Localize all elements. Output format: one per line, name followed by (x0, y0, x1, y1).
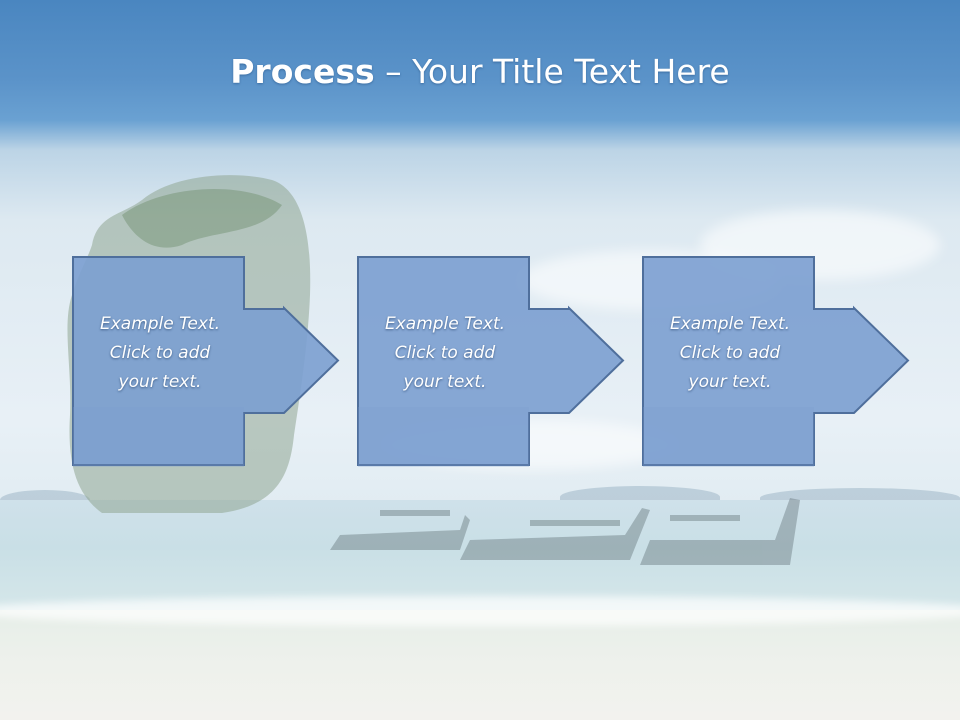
step-text-line-3: your text. (118, 372, 202, 392)
step-text-line-1: Example Text. (384, 314, 506, 334)
step-text-line-2: Click to add (679, 343, 781, 363)
arrow-reflection (643, 407, 814, 467)
slide-title[interactable]: Process – Your Title Text Here (0, 52, 960, 91)
process-arrow-shape (642, 256, 910, 466)
step-text-line-2: Click to add (394, 343, 496, 363)
step-text[interactable]: Example Text. Click to add your text. (365, 310, 525, 397)
arrow-reflection (73, 407, 244, 467)
process-arrow-shape (357, 256, 625, 466)
title-rest-part: – Your Title Text Here (374, 52, 730, 91)
step-text-line-2: Click to add (109, 343, 211, 363)
process-step-3[interactable]: Example Text. Click to add your text. (642, 256, 942, 496)
step-text-line-1: Example Text. (99, 314, 221, 334)
step-text[interactable]: Example Text. Click to add your text. (80, 310, 240, 397)
step-text-line-3: your text. (403, 372, 487, 392)
step-text-line-3: your text. (688, 372, 772, 392)
process-step-2[interactable]: Example Text. Click to add your text. (357, 256, 707, 496)
longtail-boat (330, 498, 800, 565)
step-text[interactable]: Example Text. Click to add your text. (650, 310, 810, 397)
step-text-line-1: Example Text. (669, 314, 791, 334)
process-step-1[interactable]: Example Text. Click to add your text. (72, 256, 422, 496)
process-arrow-shape (72, 256, 340, 466)
arrow-reflection (358, 407, 529, 467)
title-bold-part: Process (230, 52, 375, 91)
sand (0, 610, 960, 720)
